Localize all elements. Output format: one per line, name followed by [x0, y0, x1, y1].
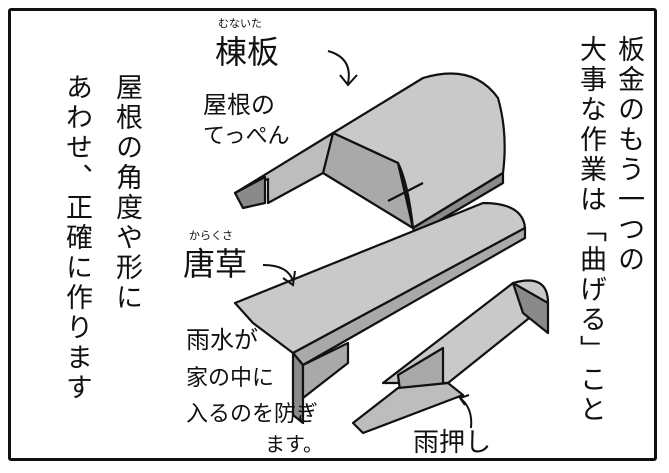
narration-right-col1: 板金のもう一つの [613, 35, 644, 275]
label-yane-no-teppen-2: てっぺん [203, 124, 290, 149]
narration-left-col1: 屋根の角度や形に [111, 73, 142, 313]
label-amaoshi: 雨押し [413, 428, 491, 458]
sheet-metal-illustration: むないた 棟板 屋根の てっぺん からくさ 唐草 雨水が 家の中に 入るのを防ぎ… [183, 17, 550, 458]
label-munaita: 棟板 [215, 33, 279, 71]
arrow-munaita [327, 50, 358, 87]
amaoshi-flashing [351, 279, 550, 435]
karakusa-drip-edge [233, 201, 527, 425]
manga-panel: むないた 棟板 屋根の てっぺん からくさ 唐草 雨水が 家の中に 入るのを防ぎ… [8, 8, 657, 461]
arrow-amaoshi [458, 394, 473, 429]
label-usui-2: 家の中に [186, 366, 274, 391]
narration-right-col2: 大事な作業は「曲げる」こと [575, 35, 606, 425]
narration-left-col2: あわせ、正確に作ります [61, 73, 92, 403]
label-usui-1: 雨水が [186, 326, 258, 354]
label-karakusa: 唐草 [183, 245, 247, 283]
arrow-karakusa [262, 264, 296, 287]
label-usui-3: 入るのを防ぎ [186, 402, 318, 427]
label-karakusa-ruby: からくさ [189, 229, 233, 242]
label-usui-4: ます。 [265, 432, 323, 456]
label-munaita-ruby: むないた [218, 17, 262, 30]
label-yane-no-teppen-1: 屋根の [203, 91, 275, 119]
